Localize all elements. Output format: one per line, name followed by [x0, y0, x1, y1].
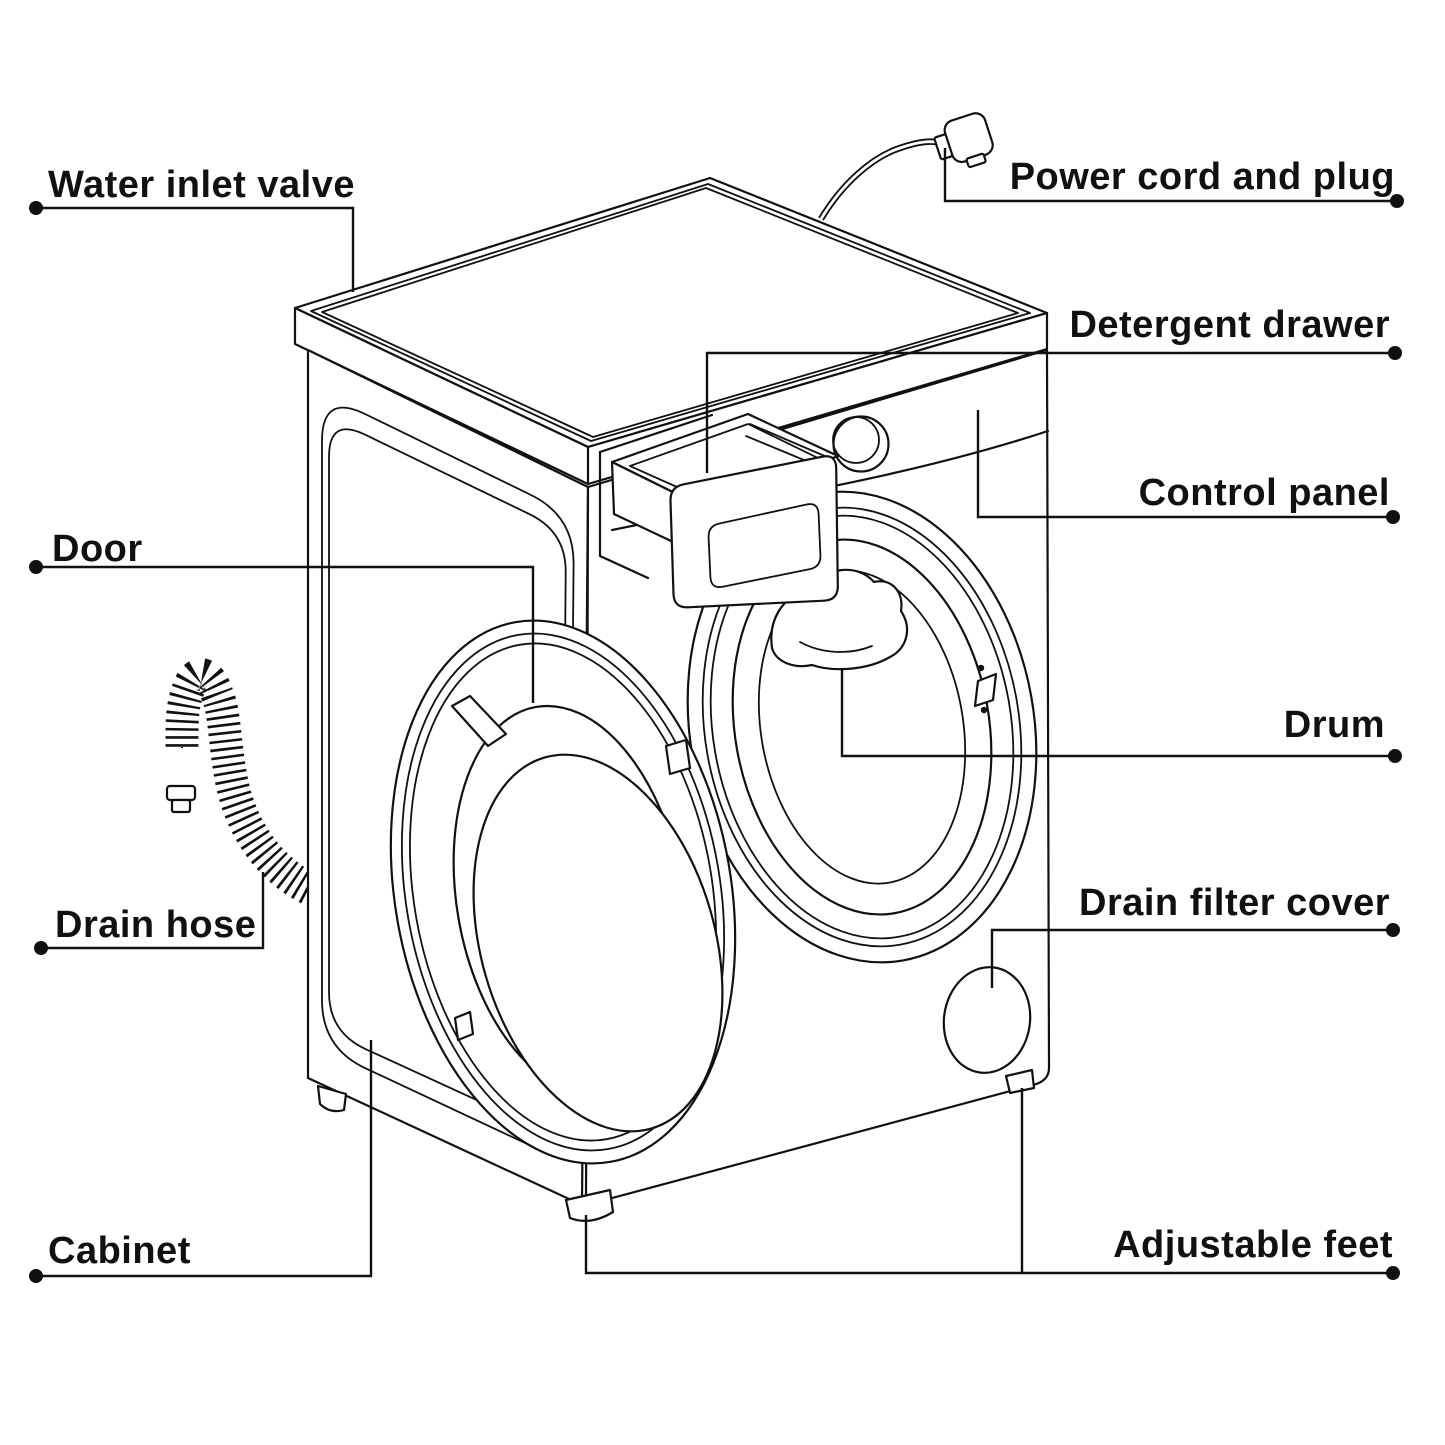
- leader-control-panel: [976, 410, 1393, 519]
- label-power-cord-and-plug: Power cord and plug: [1009, 156, 1395, 198]
- label-detergent-drawer: Detergent drawer: [1069, 304, 1390, 346]
- power-plug-drawing: [933, 112, 994, 169]
- door-latch-hook: [664, 738, 692, 776]
- leader-lines: [29, 148, 1404, 1283]
- label-drain-hose: Drain hose: [55, 904, 257, 946]
- feet-drawing: [316, 1068, 1036, 1223]
- door-latch-slot: [973, 672, 998, 708]
- label-control-panel: Control panel: [1138, 472, 1390, 514]
- leader-water-inlet-valve: [36, 206, 355, 292]
- leader-cabinet: [36, 1040, 373, 1278]
- label-door: Door: [52, 528, 143, 570]
- label-adjustable-feet: Adjustable feet: [1113, 1224, 1393, 1266]
- leader-detergent-drawer: [705, 351, 1395, 473]
- door-glass-bowl: [472, 753, 724, 1133]
- leader-drum: [840, 668, 1395, 758]
- leader-door: [36, 565, 535, 703]
- leader-drain-filter-cover: [990, 928, 1393, 988]
- leader-drain-hose: [41, 872, 265, 950]
- leader-power-cord-and-plug: [943, 148, 1397, 203]
- label-drain-filter-cover: Drain filter cover: [1079, 882, 1390, 924]
- drain-filter-cover-drawing: [942, 966, 1032, 1074]
- drain-hose-drawing: [165, 658, 324, 908]
- drain-hose-nozzle: [165, 784, 197, 802]
- label-drum: Drum: [1283, 704, 1385, 746]
- label-cabinet: Cabinet: [48, 1230, 191, 1272]
- label-water-inlet-valve: Water inlet valve: [48, 164, 355, 206]
- door-hinge: [450, 694, 508, 748]
- power-cord-drawing: [818, 112, 994, 221]
- drawer-front-panel: [669, 455, 839, 609]
- door-drawing: [389, 619, 737, 1165]
- detergent-drawer-drawing: [598, 412, 840, 609]
- leader-adjustable-feet: [584, 1088, 1393, 1275]
